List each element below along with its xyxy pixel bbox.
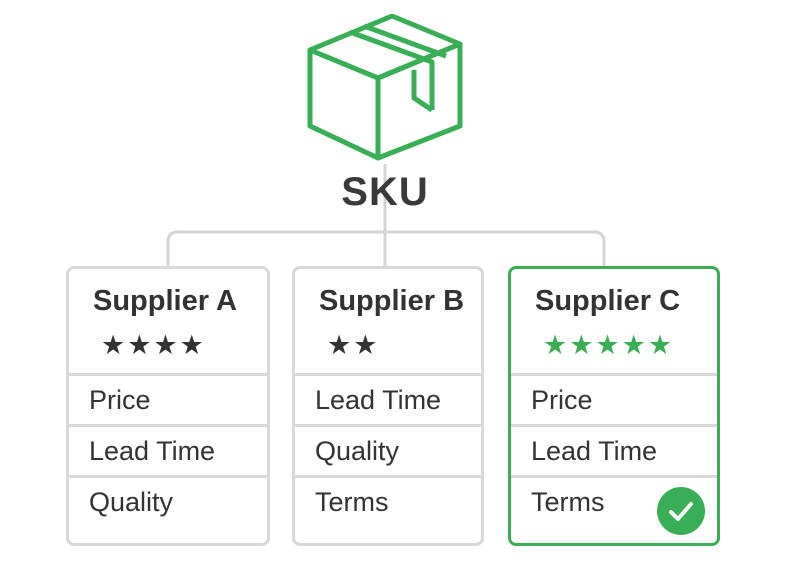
supplier-card-b[interactable]: Supplier B ★★ Lead Time Quality Terms [292,266,484,546]
supplier-name: Supplier C [535,285,681,317]
supplier-card-header: Supplier C ★★★★★ [511,269,717,373]
criteria-label: Terms [531,487,605,517]
criteria-row: Price [69,373,267,424]
criteria-row: Quality [295,424,481,475]
criteria-row: Quality [69,475,267,526]
supplier-card-c[interactable]: Supplier C ★★★★★ Price Lead Time Terms [508,266,720,546]
star-rating: ★★ [327,330,380,360]
package-box-icon [307,14,463,161]
criteria-row: Lead Time [69,424,267,475]
star-rating: ★★★★★ [543,330,675,360]
criteria-row: Price [511,373,717,424]
supplier-name: Supplier B [319,285,465,317]
supplier-name: Supplier A [93,285,237,317]
supplier-card-header: Supplier A ★★★★ [69,269,267,373]
supplier-card-a[interactable]: Supplier A ★★★★ Price Lead Time Quality [66,266,270,546]
criteria-row: Lead Time [295,373,481,424]
criteria-row: Lead Time [511,424,717,475]
supplier-card-header: Supplier B ★★ [295,269,481,373]
sku-label: SKU [341,170,429,214]
criteria-row: Terms [295,475,481,526]
criteria-row-last: Terms [511,475,717,535]
star-rating: ★★★★ [101,330,206,360]
checkmark-circle-icon [657,487,705,535]
